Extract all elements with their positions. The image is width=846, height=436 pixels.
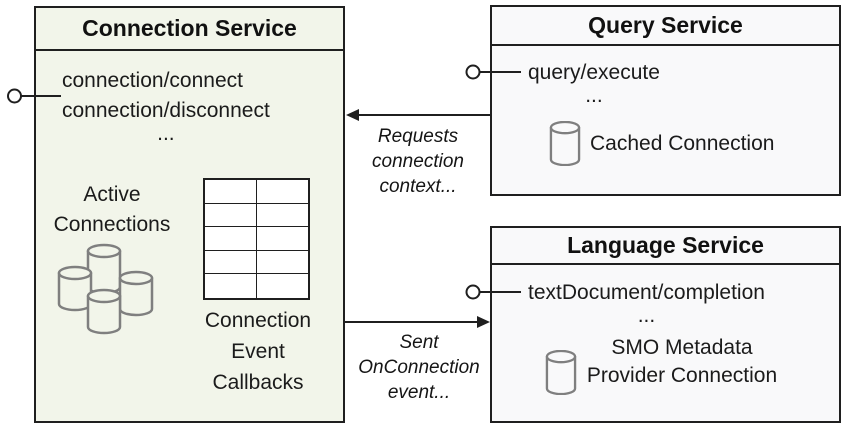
connection-event-callbacks-label: Connection Event Callbacks [188, 305, 328, 398]
requests-label-line-3: context... [379, 176, 457, 197]
sent-onconnection-event-label: Sent OnConnection event... [349, 330, 489, 405]
connection-service-box: Connection Service connection/connect co… [34, 6, 345, 423]
table-cell [256, 204, 308, 228]
database-cluster-icon [57, 243, 154, 335]
smo-label-line-2: Provider Connection [586, 364, 778, 387]
requests-label-line-1: Requests [377, 126, 459, 147]
table-cell [256, 251, 308, 275]
sent-label-line-1: Sent [399, 332, 439, 353]
database-icon [545, 350, 577, 395]
smo-metadata-connection-label: SMO Metadata Provider Connection [582, 334, 782, 390]
sent-label-line-3: event... [387, 382, 451, 403]
cached-connection-label: Cached Connection [590, 132, 775, 155]
arrow-query-to-connection [346, 109, 491, 121]
methods-ellipsis: ... [585, 84, 603, 107]
query-service-title: Query Service [588, 12, 743, 38]
methods-ellipsis: ... [157, 122, 175, 145]
method-textdocument-completion: textDocument/completion [528, 281, 765, 304]
query-service-header: Query Service [492, 7, 839, 46]
callbacks-line-3: Callbacks [212, 371, 304, 394]
active-connections-line-1: Active [83, 183, 141, 206]
table-cell [256, 180, 308, 204]
query-service-methods: query/execute ... [528, 58, 660, 107]
arrow-connection-to-language [344, 316, 490, 328]
smo-label-line-1: SMO Metadata [611, 336, 753, 359]
callbacks-line-2: Event [231, 340, 285, 363]
table-cell [205, 250, 257, 275]
table-cell [205, 227, 257, 251]
method-query-execute: query/execute [528, 61, 660, 84]
language-service-header: Language Service [492, 228, 839, 265]
connection-service-header: Connection Service [36, 8, 343, 51]
requests-connection-context-label: Requests connection context... [348, 124, 488, 199]
table-cell [205, 203, 257, 228]
active-connections-label: Active Connections [42, 180, 182, 240]
language-service-title: Language Service [567, 232, 764, 258]
connection-event-callbacks-table [203, 178, 310, 300]
sent-label-line-2: OnConnection [358, 357, 480, 378]
database-icon [549, 121, 581, 166]
table-cell [205, 274, 257, 298]
connection-service-methods: connection/connect connection/disconnect… [62, 66, 270, 145]
requests-label-line-2: connection [372, 151, 464, 172]
method-connection-disconnect: connection/disconnect [62, 99, 270, 122]
table-cell [256, 227, 308, 251]
table-cell [257, 274, 309, 298]
language-service-box: Language Service textDocument/completion… [490, 226, 841, 423]
method-connection-connect: connection/connect [62, 69, 243, 92]
methods-ellipsis: ... [637, 304, 656, 327]
callbacks-line-1: Connection [204, 309, 312, 332]
active-connections-line-2: Connections [53, 213, 171, 236]
language-service-methods: textDocument/completion ... [528, 278, 765, 327]
query-service-box: Query Service query/execute ... Cached C… [490, 5, 841, 196]
table-cell [205, 180, 257, 204]
connection-service-title: Connection Service [82, 15, 297, 41]
